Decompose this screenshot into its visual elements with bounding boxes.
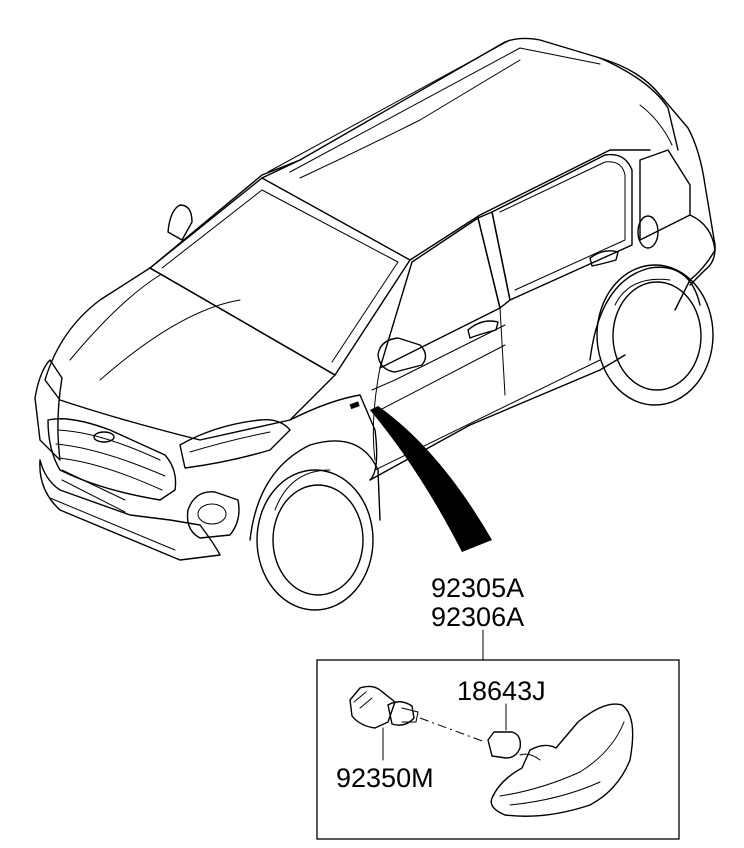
side-marker-lamp [490,703,634,817]
part-number-92305A: 92305A [431,573,524,603]
parts-box [316,659,680,840]
pointer-arrow [370,406,492,552]
alignment-line [419,717,486,743]
wedge-bulb [487,703,522,759]
part-number-92306A: 92306A [431,602,524,632]
part-number-18643J: 18643J [457,676,546,706]
part-number-92350M: 92350M [336,763,434,793]
bulb-socket [349,685,419,761]
vehicle-illustration [34,37,716,611]
